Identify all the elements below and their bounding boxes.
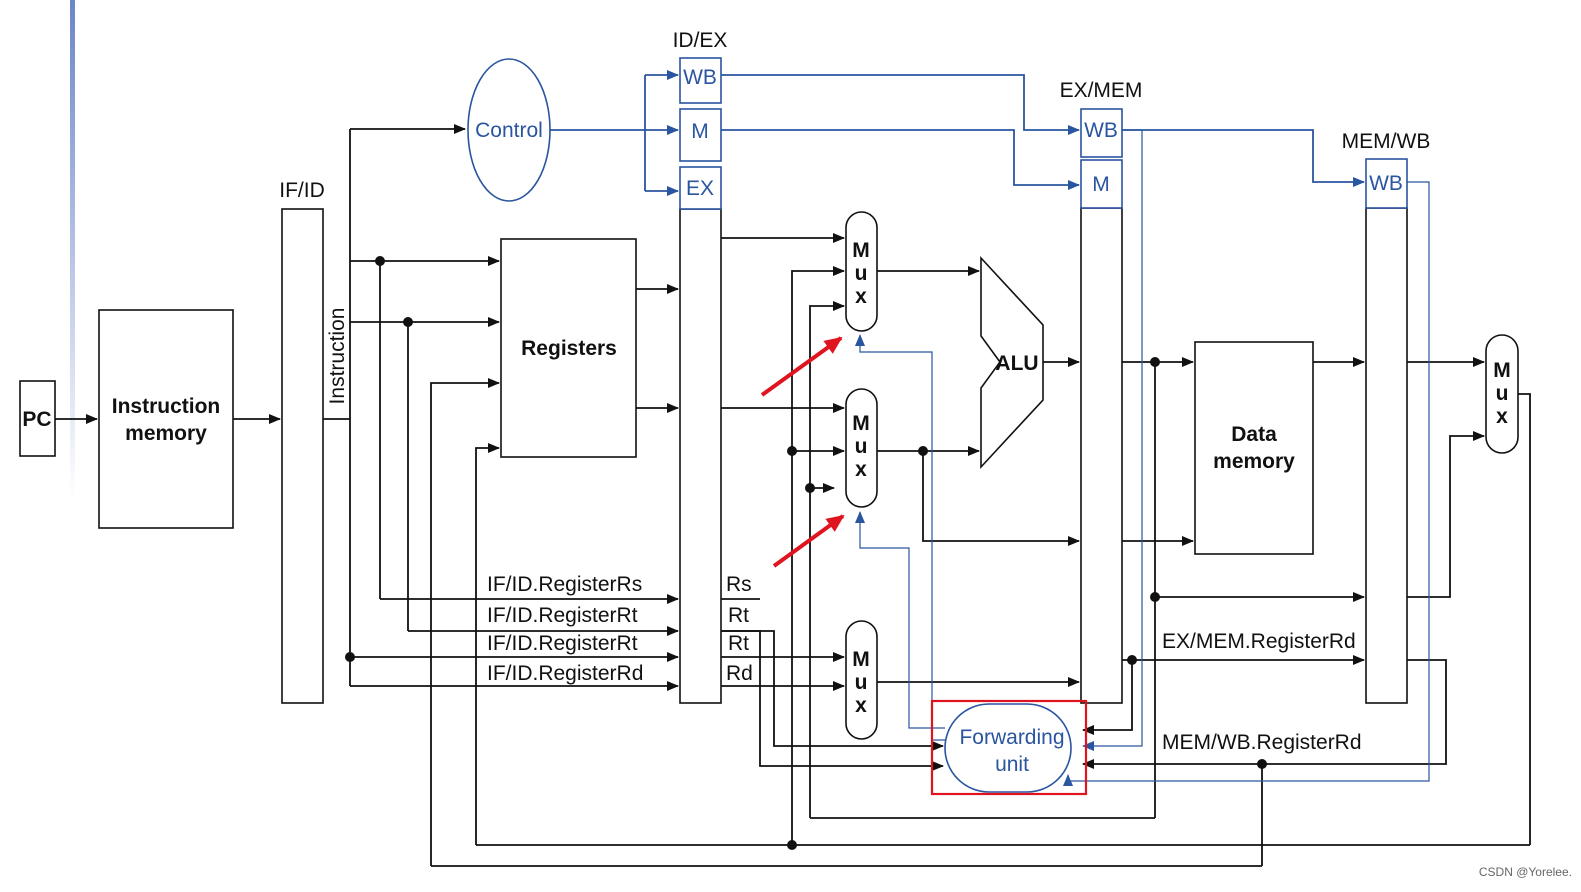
red-arrow-top bbox=[760, 336, 843, 397]
data-memory-label-1: Data bbox=[1231, 423, 1277, 446]
watermark: CSDN @Yorelee. bbox=[1479, 865, 1572, 879]
if-id-register-rt-label-2: IF/ID.RegisterRt bbox=[487, 632, 638, 655]
instruction-memory-label-2: memory bbox=[125, 422, 207, 445]
if-id-register-rs-label: IF/ID.RegisterRs bbox=[487, 573, 642, 596]
data-memory-box bbox=[1194, 341, 1314, 555]
ex-mem-m-box bbox=[1080, 159, 1123, 209]
pc-box bbox=[19, 380, 56, 457]
rt-label-2: Rt bbox=[728, 632, 749, 655]
if-id-register-rd-label: IF/ID.RegisterRd bbox=[487, 662, 643, 685]
mem-wb-register bbox=[1365, 207, 1408, 704]
control-label: Control bbox=[475, 119, 543, 142]
if-id-register bbox=[281, 208, 324, 704]
rt-label-1: Rt bbox=[728, 604, 749, 627]
ex-mem-m-label: M bbox=[1092, 173, 1110, 196]
mem-wb-wb-label: WB bbox=[1369, 172, 1403, 195]
ex-mem-label: EX/MEM bbox=[1060, 79, 1143, 102]
id-ex-wb-label: WB bbox=[683, 66, 717, 89]
id-ex-ex-label: EX bbox=[686, 177, 714, 200]
rd-label: Rd bbox=[726, 662, 753, 685]
mux-a-u: u bbox=[855, 262, 868, 285]
mux-wb-x: x bbox=[1496, 405, 1508, 428]
red-arrow-bottom bbox=[772, 514, 845, 568]
id-ex-m-label: M bbox=[691, 120, 709, 143]
mem-wb-wb-box bbox=[1365, 158, 1408, 209]
mux-rd bbox=[845, 620, 878, 740]
id-ex-wb-box bbox=[679, 57, 722, 104]
if-id-label: IF/ID bbox=[279, 179, 325, 202]
mux-b-u: u bbox=[855, 435, 868, 458]
mem-wb-label: MEM/WB bbox=[1342, 130, 1431, 153]
alu-shape bbox=[980, 255, 1044, 470]
registers-label: Registers bbox=[521, 337, 617, 360]
mux-a-x: x bbox=[855, 285, 867, 308]
registers-box bbox=[500, 238, 637, 458]
mux-rd-u: u bbox=[855, 671, 868, 694]
mux-wb-u: u bbox=[1496, 382, 1509, 405]
mux-rd-x: x bbox=[855, 694, 867, 717]
left-accent-bar bbox=[70, 0, 75, 500]
forwarding-unit-box bbox=[944, 703, 1072, 793]
mux-b-m: M bbox=[852, 412, 870, 435]
pc-label: PC bbox=[22, 408, 51, 431]
mux-wb-m: M bbox=[1493, 359, 1511, 382]
forwarding-unit-label-2: unit bbox=[995, 753, 1029, 776]
id-ex-m-box bbox=[679, 108, 722, 162]
instruction-memory-box bbox=[98, 309, 234, 529]
forwarding-unit-label-1: Forwarding bbox=[959, 726, 1064, 749]
instruction-memory-label-1: Instruction bbox=[112, 395, 221, 418]
ex-mem-wb-box bbox=[1080, 108, 1123, 158]
id-ex-register bbox=[679, 208, 722, 704]
id-ex-ex-box bbox=[679, 166, 722, 210]
data-memory-label-2: memory bbox=[1213, 450, 1295, 473]
forwarding-highlight bbox=[930, 699, 1088, 796]
mux-a-m: M bbox=[852, 239, 870, 262]
if-id-register-rt-label-1: IF/ID.RegisterRt bbox=[487, 604, 638, 627]
id-ex-label: ID/EX bbox=[673, 29, 728, 52]
ex-mem-register-rd-label: EX/MEM.RegisterRd bbox=[1162, 630, 1356, 653]
alu-label: ALU bbox=[995, 352, 1038, 375]
mux-b-x: x bbox=[855, 458, 867, 481]
mux-b bbox=[845, 388, 878, 508]
ex-mem-wb-label: WB bbox=[1084, 119, 1118, 142]
mux-rd-m: M bbox=[852, 648, 870, 671]
instruction-label: Instruction bbox=[326, 308, 349, 405]
rs-label: Rs bbox=[726, 573, 752, 596]
mem-wb-register-rd-label: MEM/WB.RegisterRd bbox=[1162, 731, 1362, 754]
ex-mem-register bbox=[1080, 207, 1123, 704]
